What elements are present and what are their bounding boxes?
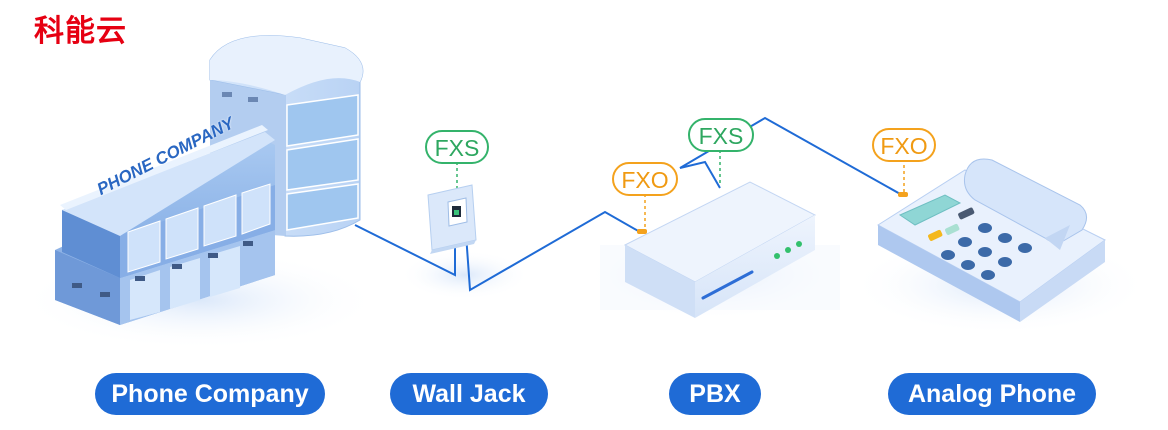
pbx-trunk-port-tag: FXO [612, 162, 678, 196]
brand-logo-text: 科能云 [34, 14, 127, 49]
label-phone-company: Phone Company [95, 373, 325, 415]
label-wall-jack: Wall Jack [390, 373, 548, 415]
phone-port-tag: FXO [872, 128, 936, 162]
wall-jack-device [427, 184, 477, 254]
pbx-extension-port-tag: FXS [688, 118, 754, 152]
label-pbx: PBX [669, 373, 761, 415]
wall-jack-port-tag: FXS [425, 130, 489, 164]
cable-jack-to-pbx [464, 210, 641, 292]
phone-company-building [55, 35, 364, 325]
cable-pbx-to-phone [679, 116, 903, 196]
wall-jack-shadow [400, 250, 530, 300]
label-analog-phone: Analog Phone [888, 373, 1096, 415]
pbx-device [623, 181, 817, 318]
analog-phone-device [877, 158, 1106, 322]
